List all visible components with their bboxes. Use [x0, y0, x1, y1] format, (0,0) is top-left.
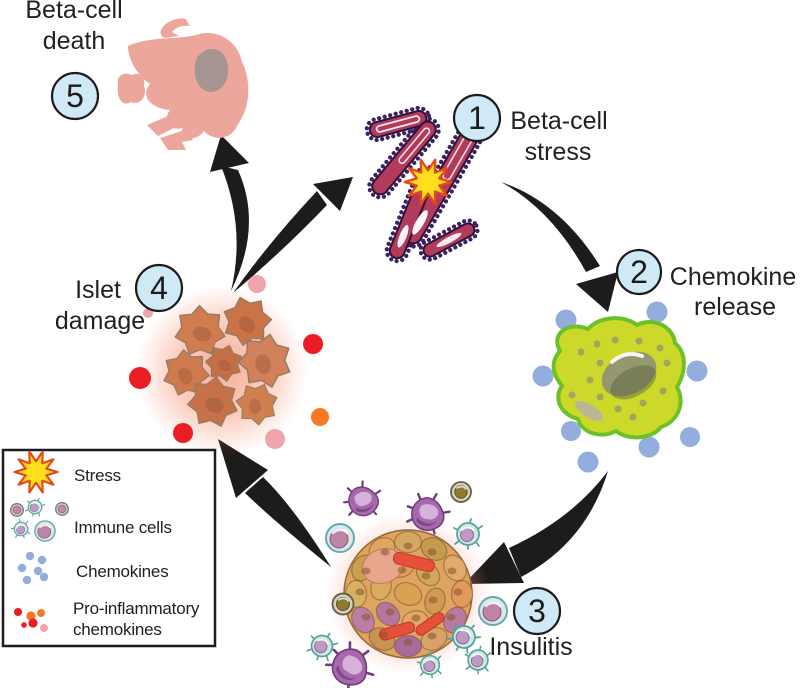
pro-inflammatory-dot	[129, 367, 151, 389]
legend-label-immune-cells: Immune cells	[74, 518, 172, 537]
dead-cell-fragment	[147, 113, 186, 136]
step-1-number: 1	[468, 100, 486, 136]
legend-label-stress: Stress	[74, 466, 121, 485]
chemokine-dot	[638, 436, 660, 458]
legend-label-pro-inflammatory-line2: chemokines	[73, 620, 162, 639]
chemokine-dot	[680, 427, 700, 447]
er-lumens	[375, 115, 474, 248]
step-beta-cell-stress: 1 Beta-cell stress	[364, 93, 608, 264]
step-5-label-line1: Beta-cell	[25, 0, 122, 24]
chemokine-releasing-cell	[551, 316, 686, 440]
pro-inflammatory-dot	[265, 429, 285, 449]
arrow-islet-damage-to-death	[210, 135, 249, 291]
step-2-label-line2: release	[694, 293, 776, 321]
step-islet-damage: 4 Islet damage	[55, 263, 329, 456]
monocyte-icon	[450, 481, 472, 503]
er-organelle	[364, 105, 484, 264]
arrow-insulitis-to-islet-damage	[218, 439, 331, 567]
dead-cell-fragment	[160, 18, 190, 38]
legend-label-chemokines: Chemokines	[76, 562, 169, 581]
dead-beta-cell-fragments	[117, 18, 249, 150]
arrow-stress-to-chemokine	[501, 182, 618, 312]
lymphocyte-icon	[477, 595, 509, 627]
pro-inflammatory-dot	[248, 275, 266, 293]
step-chemokine-release: 2 Chemokine release	[532, 248, 796, 473]
pro-inflammatory-dot	[173, 423, 193, 443]
legend-label-pro-inflammatory-line1: Pro-inflammatory	[73, 599, 200, 618]
step-3-number: 3	[528, 593, 546, 629]
step-1-badge	[452, 93, 502, 143]
step-4-number: 4	[150, 270, 168, 306]
step-beta-cell-death: 5 Beta-cell death	[25, 0, 249, 150]
cell-smear	[575, 400, 603, 422]
step-2-badge	[615, 248, 663, 296]
step-3-badge	[512, 586, 562, 636]
chemokine-dot	[577, 451, 599, 473]
step-4-label-line2: damage	[55, 307, 145, 335]
step-1-label-line2: stress	[525, 138, 592, 166]
arrow-islet-damage-to-stress	[233, 177, 353, 293]
step-4-label-line1: Islet	[75, 276, 121, 304]
step-insulitis: 3 Insulitis	[303, 476, 573, 688]
chemokine-dot	[646, 301, 668, 323]
cell-nucleus-shade	[610, 365, 657, 400]
arrow-chemokine-to-insulitis	[464, 471, 608, 584]
step-4-badge	[134, 263, 184, 313]
macrophage-icon	[339, 476, 387, 523]
dead-cell-body	[128, 33, 249, 139]
step-5-badge	[50, 71, 100, 121]
pro-inflammatory-dot	[303, 334, 323, 354]
cell-nucleus-highlight	[610, 352, 644, 364]
step-5-number: 5	[66, 78, 84, 114]
chemokine-dot	[561, 421, 581, 441]
legend-chemokines-icon	[17, 551, 49, 585]
chemokine-dot	[686, 360, 708, 382]
monocyte-icon	[331, 592, 355, 616]
step-2-number: 2	[630, 254, 648, 290]
cell-granules	[568, 336, 671, 421]
dead-cell-fragment	[160, 129, 193, 150]
step-3-label: Insulitis	[489, 633, 572, 661]
pro-inflammatory-chemokine-dots	[129, 275, 329, 449]
cell-nucleus	[601, 351, 657, 397]
lymphocyte-icon	[324, 522, 356, 554]
chemokine-dot	[532, 365, 554, 387]
step-1-label-line1: Beta-cell	[510, 107, 607, 135]
step-5-label-line2: death	[43, 27, 106, 55]
islet-blood-vessels	[378, 551, 445, 641]
legend-pro-inflammatory-icon	[14, 608, 48, 632]
pro-inflammatory-dot	[311, 408, 329, 426]
dead-cell-nucleus	[194, 48, 229, 93]
islet-cell-nuclei	[355, 542, 463, 646]
lymphocyte-icon	[464, 645, 492, 675]
step-2-label-line1: Chemokine	[670, 263, 796, 291]
legend: Stress Immune cells Chemokines Pro-infla…	[1, 448, 217, 648]
dead-cell-fragment	[117, 73, 146, 104]
